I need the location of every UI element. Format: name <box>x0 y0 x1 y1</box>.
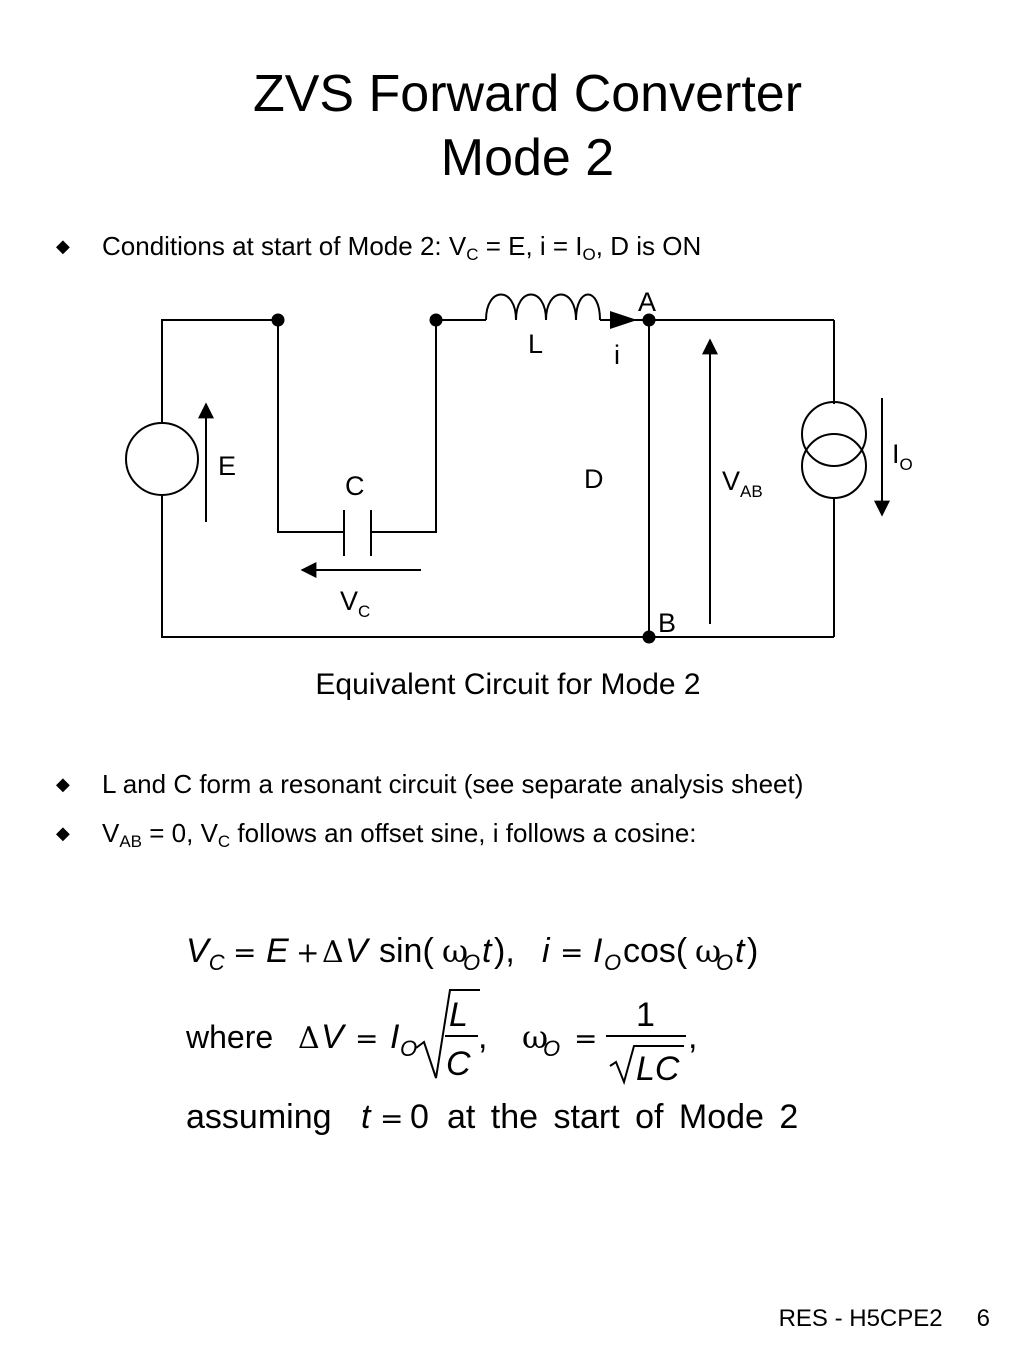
svg-text:1: 1 <box>636 996 655 1034</box>
svg-text:VC: VC <box>186 932 225 975</box>
bullet-diamond-icon: ◆ <box>56 823 70 843</box>
equation-line-2: where Δ V = I O L C , ω O = 1 LC , <box>185 989 697 1088</box>
svg-text:LC: LC <box>636 1050 680 1088</box>
current-source-circle-bottom <box>801 433 867 499</box>
svg-text:O: O <box>543 1036 560 1061</box>
wire-cap-right <box>371 319 486 533</box>
svg-text:,: , <box>688 1018 697 1056</box>
equivalent-circuit-diagram: A L i E C D B VAB IO VC <box>125 287 913 644</box>
label-io: IO <box>892 439 913 474</box>
svg-text:E: E <box>266 932 289 970</box>
svg-text:I: I <box>390 1018 400 1056</box>
svg-text:C: C <box>446 1045 471 1083</box>
sqrt-lc-icon <box>609 1045 684 1086</box>
label-vab: VAB <box>722 466 763 501</box>
footer-code: RES - H5CPE2 <box>778 1305 943 1332</box>
svg-text:=: = <box>355 1022 378 1055</box>
svg-text:Δ: Δ <box>298 1021 320 1056</box>
bullet1-io-sub: O <box>582 245 596 264</box>
circuit-caption: Equivalent Circuit for Mode 2 <box>315 668 701 701</box>
svg-text:,: , <box>478 1018 487 1056</box>
wire-cap-left <box>277 320 344 533</box>
label-b: B <box>658 608 676 638</box>
svg-text:V: V <box>345 932 371 970</box>
bullet1-prefix: Conditions at start of Mode 2: V <box>102 231 467 261</box>
svg-text:i: i <box>542 932 551 970</box>
current-i-arrow-icon <box>610 311 637 329</box>
svg-text:cos(: cos( <box>623 932 688 970</box>
svg-text:t: t <box>735 932 746 970</box>
bullet-conditions: ◆ Conditions at start of Mode 2: VC = E, … <box>56 230 702 264</box>
svg-text:ω: ω <box>695 932 721 970</box>
label-e: E <box>218 451 236 481</box>
equation-line-3: assuming t = 0 at the start of Mode 2 <box>186 1098 798 1136</box>
svg-text:=: = <box>560 936 583 969</box>
svg-text:ω: ω <box>522 1018 548 1056</box>
svg-text:),: ), <box>494 932 515 970</box>
bullet-diamond-icon: ◆ <box>56 774 70 794</box>
slide-title: ZVS Forward Converter Mode 2 <box>0 62 1024 190</box>
bullet3-vc-sub: C <box>217 832 231 851</box>
bullet-resonant: ◆ L and C form a resonant circuit (see se… <box>56 768 803 800</box>
bullet3-suffix: follows an offset sine, i follows a cosi… <box>230 818 697 848</box>
svg-text:assuming: assuming <box>186 1098 332 1136</box>
bullet-vab: ◆ VAB = 0, VC follows an offset sine, i f… <box>56 817 697 851</box>
svg-text:): ) <box>747 932 758 970</box>
svg-text:O: O <box>463 950 480 975</box>
svg-text:O: O <box>400 1036 417 1061</box>
node-left-top <box>271 313 285 327</box>
title-line-2: Mode 2 <box>440 129 615 187</box>
svg-text:O: O <box>604 950 621 975</box>
inductor-l <box>485 293 601 321</box>
bullet2-text: L and C form a resonant circuit (see sep… <box>102 769 804 799</box>
svg-text:I: I <box>593 932 603 970</box>
title-line-1: ZVS Forward Converter <box>252 65 803 123</box>
svg-text:at the start of Mode 2: at the start of Mode 2 <box>447 1098 798 1136</box>
svg-text:sin(: sin( <box>379 932 434 970</box>
bullet3-vab-sub: AB <box>119 832 143 851</box>
svg-text:=: = <box>380 1102 403 1135</box>
slide-footer: RES - H5CPE2 6 <box>779 1305 990 1333</box>
label-a: A <box>638 287 656 317</box>
label-l: L <box>528 329 543 359</box>
bullet3-mid: = 0, V <box>142 818 218 848</box>
sqrt-l-over-c-icon <box>415 989 480 1079</box>
equation-line-1: VC = E + Δ V sin( ω O t ), i = I O cos( … <box>186 932 758 975</box>
label-i: i <box>614 340 620 370</box>
resonant-equations: VC = E + Δ V sin( ω O t ), i = I O cos( … <box>185 932 798 1136</box>
svg-text:+: + <box>296 936 319 969</box>
bullet-diamond-icon: ◆ <box>56 236 70 256</box>
svg-text:where: where <box>185 1019 273 1055</box>
svg-text:t: t <box>482 932 493 970</box>
bullet1-mid: = E, i = I <box>478 231 583 261</box>
svg-text:=: = <box>574 1022 597 1055</box>
svg-text:t: t <box>361 1098 372 1136</box>
node-cap-top <box>429 313 443 327</box>
voltage-source-e <box>125 422 199 496</box>
bullet1-suffix: , D is ON <box>595 231 702 261</box>
bullet3-v: V <box>102 818 120 848</box>
svg-text:O: O <box>716 950 733 975</box>
node-b <box>642 630 656 644</box>
svg-text:=: = <box>233 936 256 969</box>
page-number: 6 <box>976 1305 990 1332</box>
wire-left-bottom <box>161 496 834 638</box>
svg-text:V: V <box>321 1018 347 1056</box>
label-c: C <box>345 471 365 501</box>
svg-text:0: 0 <box>410 1098 429 1136</box>
bullet1-vc-sub: C <box>466 245 479 264</box>
svg-text:Δ: Δ <box>322 935 344 970</box>
label-d: D <box>584 464 604 494</box>
svg-text:L: L <box>449 996 468 1034</box>
label-vc: VC <box>340 586 370 621</box>
current-source-circle-top <box>801 401 867 467</box>
node-a <box>642 313 656 327</box>
svg-text:ω: ω <box>442 932 468 970</box>
wire-left-top <box>161 319 278 422</box>
